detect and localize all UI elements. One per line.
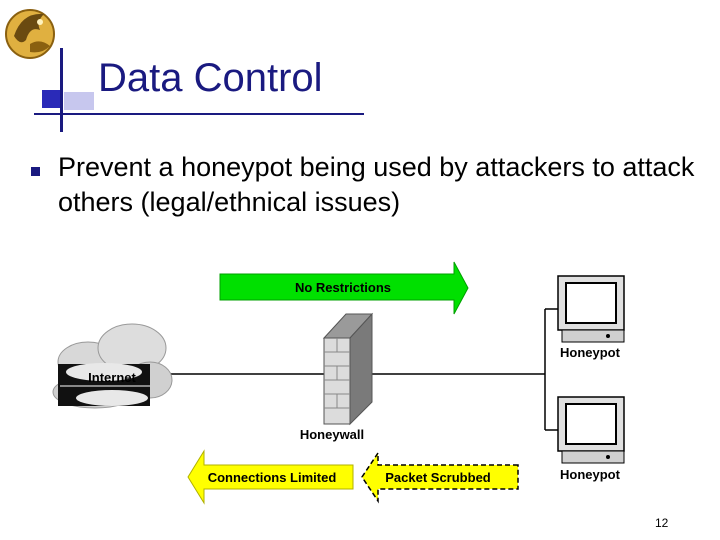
internet-label: Internet [88,370,136,385]
title-decoration-vertical-line [60,48,63,132]
packet-scrubbed-arrow [361,450,519,504]
honeywall-icon [322,312,374,426]
title-decoration-horizontal-line [34,113,364,115]
packet-scrubbed-label: Packet Scrubbed [385,470,491,485]
connections-limited-label: Connections Limited [208,470,337,485]
honeypot-computer-bottom [557,396,625,464]
no-restrictions-arrow [219,261,469,315]
university-logo [5,9,55,59]
honeypot-bottom-label: Honeypot [560,467,621,482]
no-restrictions-label: No Restrictions [295,280,391,295]
honeywall-label: Honeywall [300,427,364,442]
bullet-marker [31,167,40,176]
bullet-text: Prevent a honeypot being used by attacke… [58,152,695,217]
title-decoration-square [42,90,60,108]
slide-title: Data Control [98,56,323,100]
connections-limited-arrow [187,449,354,505]
honeypot-top-label: Honeypot [560,345,621,360]
internet-cloud [52,323,173,409]
honeypot-computer-top [557,275,625,343]
title-decoration-square-light [64,92,94,110]
page-number: 12 [655,516,669,530]
